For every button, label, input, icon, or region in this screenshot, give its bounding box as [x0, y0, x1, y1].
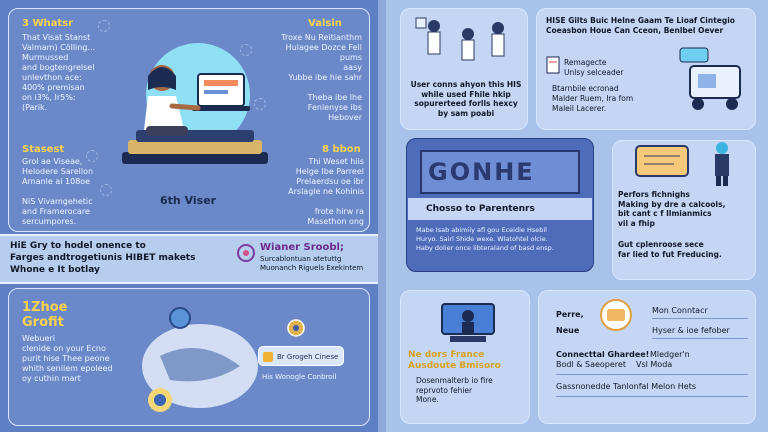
chat-badge-icon: [600, 299, 632, 331]
people-illustration: [415, 17, 505, 61]
left-panel: 3 Whatsr That Visat Stanst Valmam) Cölli…: [0, 0, 378, 432]
left-bottom-heading: 1Zhoe Grofit: [22, 300, 68, 330]
bottom-left-title: Ne dors France Ausdoute Bmisoro: [408, 350, 501, 371]
center-title: Chosso to Parentenrs: [426, 204, 535, 214]
left-mid-right-heading: 8 bbon: [322, 144, 361, 155]
band-right-title: Wianer Sroobl;: [260, 242, 344, 253]
center-logo-box: [420, 150, 580, 194]
list-val-3: Vsl Moda: [636, 360, 673, 369]
list-key-0: Perre,: [556, 310, 584, 319]
chip-label: Br Grogeh Cinese: [277, 353, 339, 361]
chip-google[interactable]: Br Grogeh Cinese: [258, 346, 344, 366]
machine-illustration: [679, 47, 741, 110]
left-mid-left-heading: Stasest: [22, 144, 65, 155]
left-bottom-body: Webueri clenide on your Ecno purit hise …: [22, 334, 113, 383]
badge-icon: [237, 244, 255, 262]
person-laptop-illustration: [122, 43, 268, 164]
left-band: [0, 234, 378, 284]
left-top-left-heading: 3 Whatsr: [22, 18, 74, 29]
chip-caption: His Wonogle Conbroil: [262, 373, 337, 381]
list-val-0: Mon Conntacr: [652, 306, 708, 315]
left-top-left-body: That Visat Stanst Valmam) Cölling... Mur…: [22, 33, 96, 112]
r1-right-title: HISE Gilts Buic Helne Gaam Te Lioaf Cint…: [546, 16, 735, 35]
chip-icon: [263, 352, 273, 362]
right-mid-a: Perfors fichnighs Making by dre a calcoo…: [618, 190, 726, 228]
desk-worker-illustration: [441, 303, 495, 342]
list-val-2: Mledger'n: [650, 350, 690, 359]
left-top-right-heading: Valsin: [308, 18, 342, 29]
list-key-1: Neue: [556, 326, 580, 335]
center-body: Mabe Isab abimiiy afl gou Eceidie Hsebil…: [416, 226, 554, 252]
list-divider: [556, 396, 748, 397]
left-mid-left-body: Grol ae Viseae, Helodere Sarellon Arnanl…: [22, 157, 94, 226]
center-title-strip: [408, 198, 592, 220]
list-divider: [556, 374, 748, 375]
right-panel: User conns ahyon this HIS while used Fhi…: [386, 0, 768, 432]
list-key-2: Connecttal Ghardee!: [556, 350, 650, 359]
r1-left-text: User conns ahyon this HIS while used Fhi…: [410, 80, 522, 118]
center-logo: GONHE: [428, 158, 535, 186]
band-left-text: HiE Gry to hodel onence to Farges andtro…: [10, 241, 196, 275]
r1-right-b: Btarnbile ecronad Malder Ruem, Ira fom M…: [552, 84, 634, 113]
left-top-right-body: Troxe Nu Reitianthm Hulagee Dozce Fell p…: [281, 33, 362, 122]
band-right-body: Surcablontuan atetuttg Muonanch Riguels …: [260, 255, 364, 272]
list-key-3: Bodl & Saeoperet: [556, 360, 626, 369]
list-key-4: Gassnonedde Tanlonfal Melon Hets: [556, 382, 697, 391]
list-divider: [652, 318, 748, 319]
person-standing-illustration: [715, 142, 729, 186]
list-divider: [652, 338, 748, 339]
sleeping-figure-illustration: [142, 307, 258, 412]
bottom-left-body: Dosenmalterb io fire reprvoto fehier Mon…: [416, 376, 493, 404]
left-mid-right-body: Thi Weset hiis Helge Ibe Parreel Prelaer…: [288, 157, 364, 226]
illustration-caption: 6th Viser: [160, 194, 217, 207]
list-val-1: Hyser & ioe fefober: [652, 326, 730, 335]
screen-icon: [635, 145, 689, 177]
bottom-right-card: [538, 290, 756, 424]
gear-badge-icon: [287, 319, 305, 337]
document-icon: [546, 56, 560, 74]
right-mid-b: Gut cplenroose sece far lied to fut Fred…: [618, 240, 722, 259]
r1-right-a: Remagecte Unlsy selceader: [564, 58, 624, 77]
